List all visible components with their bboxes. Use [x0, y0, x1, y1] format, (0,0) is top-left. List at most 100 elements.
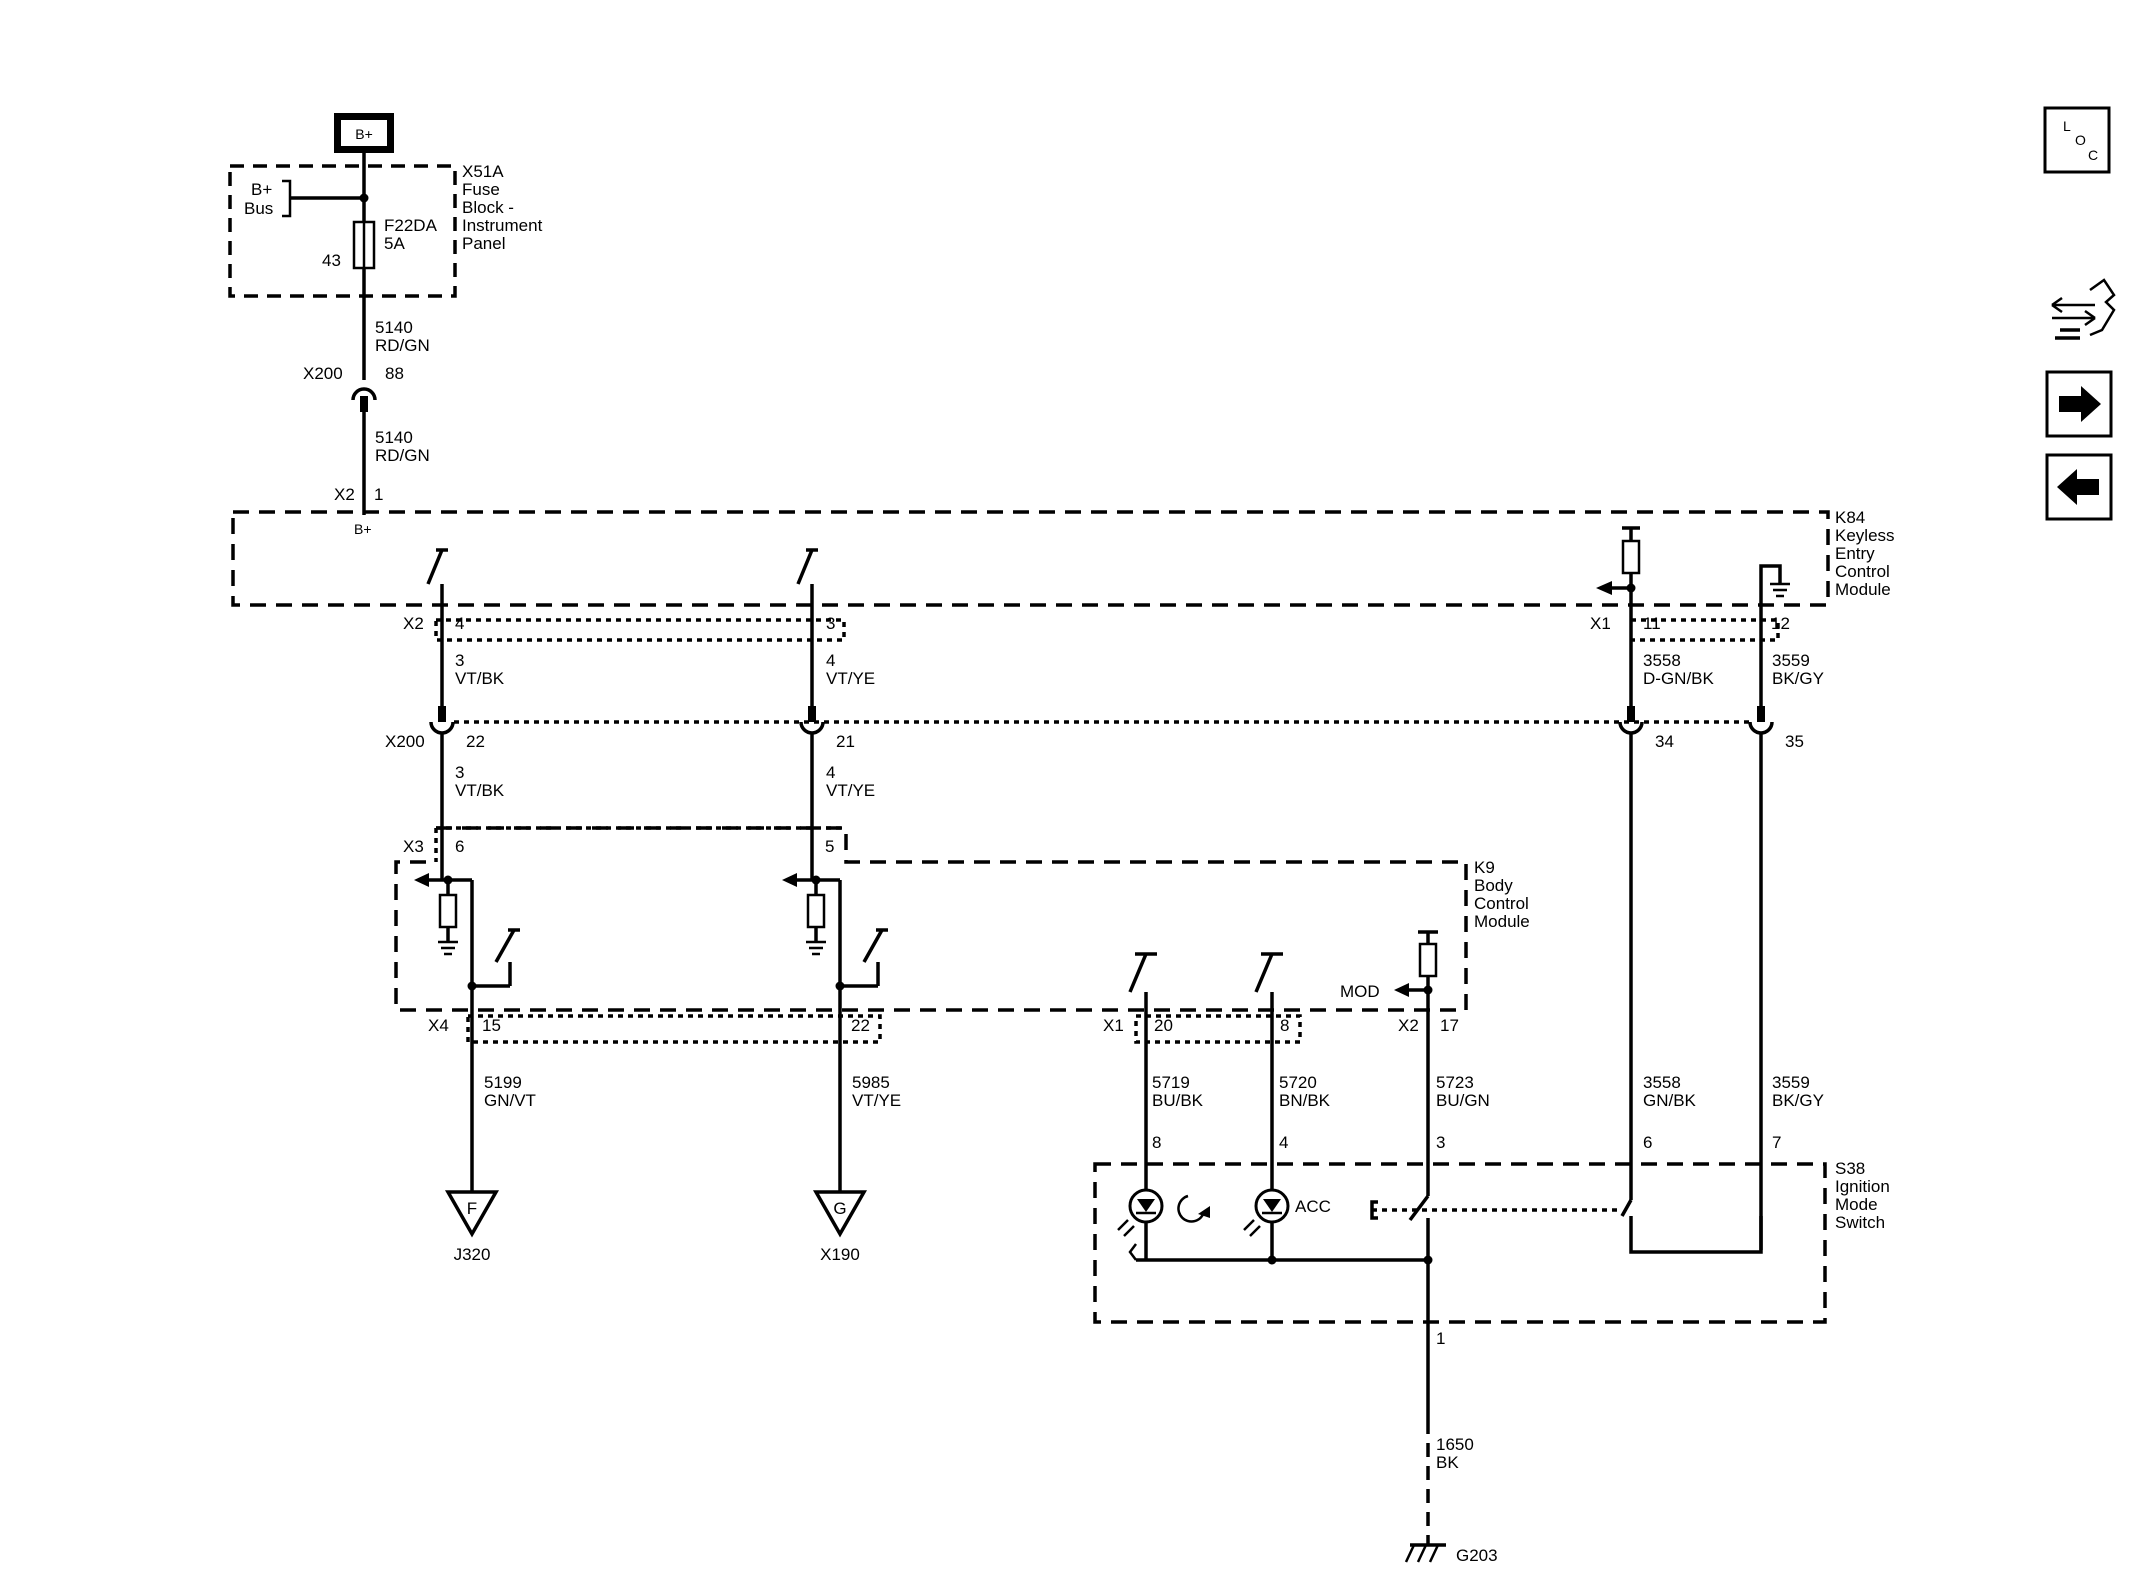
- svg-text:5985: 5985: [852, 1073, 890, 1092]
- acc-label: ACC: [1295, 1197, 1331, 1216]
- svg-text:3: 3: [826, 614, 835, 633]
- fuse-block-label: X51A Fuse Block - Instrument Panel: [462, 162, 543, 253]
- svg-text:Bus: Bus: [244, 199, 273, 218]
- svg-text:D-GN/BK: D-GN/BK: [1643, 669, 1715, 688]
- svg-text:3559: 3559: [1772, 651, 1810, 670]
- svg-text:X1: X1: [1103, 1016, 1124, 1035]
- connector-view-icon[interactable]: [2051, 278, 2116, 340]
- svg-text:Body: Body: [1474, 876, 1513, 895]
- svg-text:Module: Module: [1474, 912, 1530, 931]
- wire-labels-x200-out: 3 VT/BK 4 VT/YE: [455, 763, 875, 800]
- svg-text:B+: B+: [251, 180, 272, 199]
- k9-module-label: K9 Body Control Module: [1474, 858, 1530, 931]
- bus-bar-label: B+ Bus: [244, 180, 273, 218]
- svg-text:L: L: [2063, 118, 2071, 134]
- svg-text:VT/YE: VT/YE: [826, 781, 875, 800]
- s38-led-indicator-acc: ACC: [1243, 1188, 1331, 1260]
- svg-text:F: F: [467, 1199, 477, 1218]
- svg-text:X4: X4: [428, 1016, 449, 1035]
- svg-text:Module: Module: [1835, 580, 1891, 599]
- svg-text:GN/BK: GN/BK: [1643, 1091, 1697, 1110]
- svg-text:G: G: [833, 1199, 846, 1218]
- wire-labels-k9-out: 5199 GN/VT 5985 VT/YE 5719 BU/BK 5720 BN…: [484, 1073, 1824, 1110]
- svg-text:3558: 3558: [1643, 1073, 1681, 1092]
- svg-text:34: 34: [1655, 732, 1674, 751]
- k84-pullup-resistor: [1596, 526, 1641, 640]
- svg-text:K9: K9: [1474, 858, 1495, 877]
- x200-connector-top: [351, 387, 377, 401]
- k84-module-label: K84 Keyless Entry Control Module: [1835, 508, 1895, 599]
- svg-text:5140: 5140: [375, 318, 413, 337]
- svg-text:G203: G203: [1456, 1546, 1498, 1565]
- svg-text:17: 17: [1440, 1016, 1459, 1035]
- s38-lamp-return: [1128, 1243, 1137, 1261]
- k84-module-outline: [231, 510, 1830, 607]
- svg-text:6: 6: [1643, 1133, 1652, 1152]
- reference-g: G X190: [812, 1190, 868, 1264]
- svg-text:Fuse: Fuse: [462, 180, 500, 199]
- svg-text:5199: 5199: [484, 1073, 522, 1092]
- svg-text:Switch: Switch: [1835, 1213, 1885, 1232]
- k9-output-pin-labels: X4 15 22 X1 20 8 X2 17: [428, 1016, 1459, 1035]
- k9-output-switch-5720: [1254, 952, 1283, 1016]
- svg-text:11: 11: [1643, 614, 1661, 633]
- svg-text:K84: K84: [1835, 508, 1865, 527]
- wire-label-5140-lower: 5140 RD/GN: [375, 428, 430, 465]
- svg-text:5720: 5720: [1279, 1073, 1317, 1092]
- svg-text:BU/BK: BU/BK: [1152, 1091, 1204, 1110]
- svg-text:8: 8: [1152, 1133, 1161, 1152]
- svg-text:VT/BK: VT/BK: [455, 669, 505, 688]
- svg-text:GN/VT: GN/VT: [484, 1091, 536, 1110]
- k9-module-outline: [394, 826, 1468, 1012]
- svg-text:5723: 5723: [1436, 1073, 1474, 1092]
- svg-text:5: 5: [825, 837, 834, 856]
- svg-text:BK: BK: [1436, 1453, 1459, 1472]
- svg-text:22: 22: [466, 732, 485, 751]
- svg-text:F22DA: F22DA: [384, 216, 438, 235]
- s38-switch-outline: [1093, 1162, 1827, 1324]
- svg-text:21: 21: [836, 732, 855, 751]
- svg-text:1: 1: [374, 485, 383, 504]
- loc-button[interactable]: L O C: [2043, 106, 2111, 174]
- svg-text:3: 3: [1436, 1133, 1445, 1152]
- svg-text:B+: B+: [354, 521, 372, 537]
- svg-text:X190: X190: [820, 1245, 860, 1264]
- svg-text:Panel: Panel: [462, 234, 505, 253]
- next-page-arrow-icon[interactable]: [2045, 370, 2113, 438]
- svg-text:X2: X2: [403, 614, 424, 633]
- svg-text:4: 4: [826, 651, 835, 670]
- svg-text:6: 6: [455, 837, 464, 856]
- svg-text:BK/GY: BK/GY: [1772, 1091, 1824, 1110]
- svg-text:8: 8: [1280, 1016, 1289, 1035]
- k84-switch-2: [796, 548, 818, 640]
- svg-text:X200: X200: [303, 364, 343, 383]
- svg-text:RD/GN: RD/GN: [375, 446, 430, 465]
- svg-text:X51A: X51A: [462, 162, 504, 181]
- bus-bracket: [282, 179, 292, 218]
- svg-text:C: C: [2088, 147, 2098, 163]
- reference-f: F J320: [444, 1190, 500, 1264]
- svg-text:BN/BK: BN/BK: [1279, 1091, 1331, 1110]
- svg-text:VT/BK: VT/BK: [455, 781, 505, 800]
- svg-text:X3: X3: [403, 837, 424, 856]
- k84-x2-b-label: X2 1 B+: [334, 485, 383, 537]
- svg-text:1650: 1650: [1436, 1435, 1474, 1454]
- wire-label-1650: 1650 BK: [1436, 1435, 1474, 1472]
- k84-x1-connector: [1631, 618, 1780, 642]
- svg-text:Mode: Mode: [1835, 1195, 1878, 1214]
- k9-input-circuit-1: [414, 873, 520, 1016]
- previous-page-arrow-icon[interactable]: [2045, 453, 2113, 521]
- svg-text:15: 15: [482, 1016, 501, 1035]
- svg-text:O: O: [2075, 132, 2086, 148]
- svg-text:X2: X2: [334, 485, 355, 504]
- battery-label: B+: [355, 126, 373, 142]
- svg-text:12: 12: [1771, 614, 1790, 633]
- svg-text:7: 7: [1772, 1133, 1781, 1152]
- svg-text:RD/GN: RD/GN: [375, 336, 430, 355]
- k9-x1-connector: [1134, 1014, 1302, 1044]
- k9-x3-labels: X3 6 5: [403, 837, 834, 856]
- svg-text:4: 4: [455, 614, 464, 633]
- s38-mechanical-switch: [1370, 1188, 1763, 1260]
- svg-text:Entry: Entry: [1835, 544, 1875, 563]
